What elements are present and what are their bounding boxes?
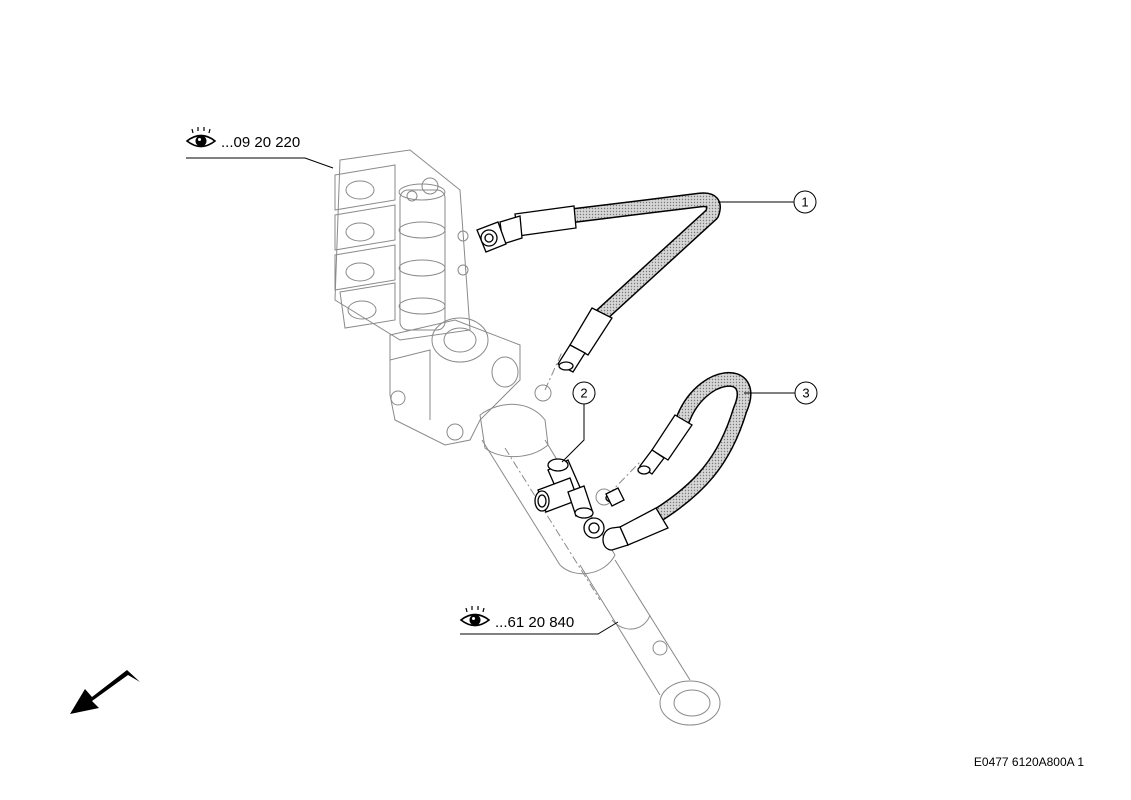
ref-bottom[interactable]: ...61 20 840 — [459, 606, 574, 631]
callout-2-label: 2 — [580, 386, 587, 401]
drawing-code: E0477 6120A800A 1 — [974, 755, 1084, 769]
ref-bottom-text: ...61 20 840 — [495, 614, 574, 631]
ref-top-leader — [186, 157, 334, 169]
ref-top-text: ...09 20 220 — [221, 134, 300, 151]
callout-3-label: 3 — [802, 386, 809, 401]
hose-3 — [583, 371, 752, 551]
tee-fitting — [534, 458, 594, 519]
arrow-icon — [70, 670, 140, 714]
ref-bottom-leader — [460, 621, 619, 635]
ref-top[interactable]: ...09 20 220 — [185, 127, 300, 151]
callout-2: 2 — [572, 381, 596, 405]
hose-1 — [476, 192, 721, 373]
callout-3: 3 — [794, 381, 818, 405]
eye-icon — [459, 606, 491, 627]
callout-1-label: 1 — [801, 195, 808, 210]
lift-cylinder — [479, 384, 721, 726]
callout-2-leader — [561, 404, 585, 463]
control-valve-block — [334, 149, 521, 446]
eye-icon — [185, 127, 217, 148]
callout-1: 1 — [793, 190, 817, 214]
